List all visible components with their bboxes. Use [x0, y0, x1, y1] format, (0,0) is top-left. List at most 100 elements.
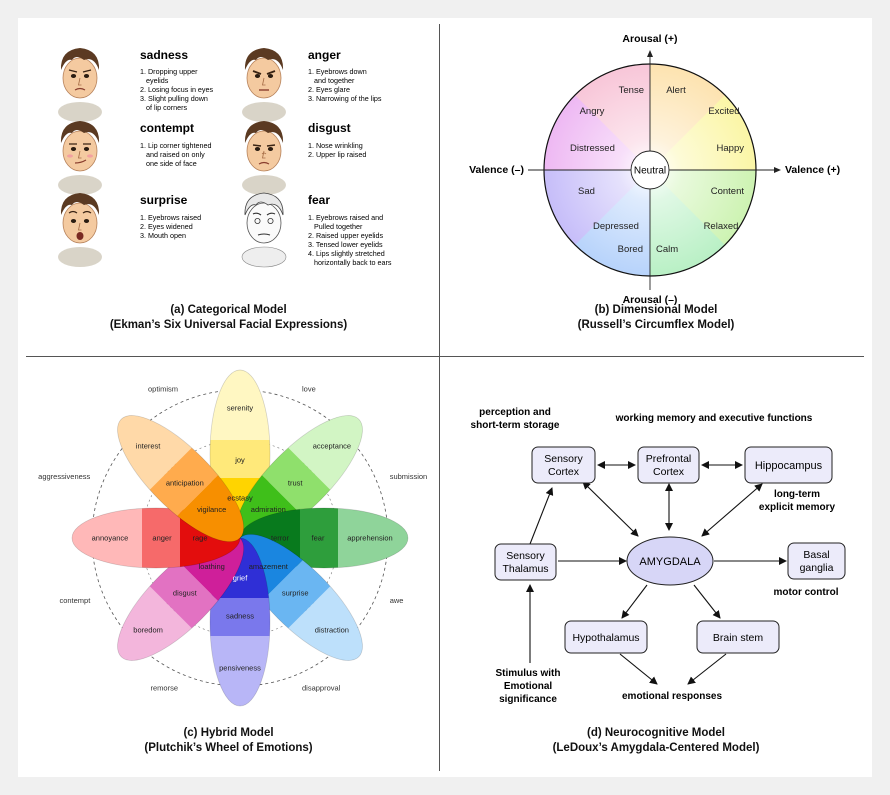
- motor-control-label: motor control: [774, 587, 839, 598]
- dyad-label-aggressiveness: aggressiveness: [38, 472, 90, 481]
- emotion-title-contempt: contempt: [140, 121, 194, 135]
- petal-label-anger: anger: [152, 534, 172, 543]
- anger-item: 1. Eyebrows down: [308, 67, 367, 76]
- node-prefrontal-cortex: Prefrontal Cortex: [637, 446, 700, 484]
- fear-item: 3. Tensed lower eyelids: [308, 240, 383, 249]
- caption-c-line1: (c) Hybrid Model: [183, 727, 274, 739]
- label-distressed: Distressed: [570, 143, 615, 154]
- caption-d: (d) Neurocognitive Model (LeDoux’s Amygd…: [440, 726, 872, 756]
- disgust-item: 1. Nose wrinkling: [308, 141, 363, 150]
- arousal-plus-label: Arousal (+): [622, 33, 677, 45]
- node-basal-ganglia: Basal ganglia: [787, 542, 846, 580]
- svg-text:Brain stem: Brain stem: [713, 632, 763, 644]
- label-depressed: Depressed: [593, 221, 639, 232]
- petal-label-boredom: boredom: [133, 625, 163, 634]
- petal-label-trust: trust: [288, 478, 304, 487]
- svg-text:Sensory: Sensory: [544, 453, 583, 465]
- face-fear: [241, 192, 287, 268]
- circumplex-labels: Tense Alert Angry Excited Distressed Hap…: [570, 85, 744, 255]
- panel-c: serenity joy ecstasy acceptance trust admirat…: [38, 369, 427, 707]
- dyad-label-awe: awe: [390, 596, 404, 605]
- emotion-title-fear: fear: [308, 193, 330, 207]
- dyad-label-contempt: contempt: [59, 596, 91, 605]
- petal-label-terror: terror: [271, 534, 289, 543]
- working-memory-label: working memory and executive functions: [615, 413, 813, 424]
- label-content: Content: [711, 186, 745, 197]
- face-surprise: [57, 192, 103, 268]
- contempt-item: 1. Lip corner tightened: [140, 141, 212, 150]
- petal-label-grief: grief: [233, 574, 249, 583]
- label-sad: Sad: [578, 186, 595, 197]
- dyad-label-remorse: remorse: [150, 684, 178, 693]
- petal-label-acceptance: acceptance: [313, 442, 351, 451]
- emotion-title-disgust: disgust: [308, 121, 351, 135]
- petal-label-admiration: admiration: [251, 505, 286, 514]
- long-term-label: long-term: [774, 489, 820, 500]
- stimulus-label: Stimulus with: [496, 668, 561, 679]
- petal-label-joy: joy: [234, 456, 245, 465]
- caption-d-line1: (d) Neurocognitive Model: [587, 727, 725, 739]
- caption-b-line1: (b) Dimensional Model: [594, 304, 718, 316]
- emotion-title-surprise: surprise: [140, 193, 188, 207]
- caption-d-line2: (LeDoux’s Amygdala-Centered Model): [552, 742, 760, 754]
- petal-label-apprehension: apprehension: [347, 534, 392, 543]
- label-alert: Alert: [666, 85, 686, 96]
- caption-c: (c) Hybrid Model (Plutchik’s Wheel of Em…: [18, 726, 439, 756]
- label-relaxed: Relaxed: [704, 221, 739, 232]
- dyad-label-disapproval: disapproval: [302, 684, 341, 693]
- label-tense: Tense: [619, 85, 644, 96]
- stimulus-label: significance: [499, 694, 557, 705]
- panel-b: Neutral Arousal (+) Arousal (–) Valence …: [469, 33, 840, 306]
- svg-text:Hypothalamus: Hypothalamus: [572, 632, 639, 644]
- caption-a-line2: (Ekman’s Six Universal Facial Expression…: [109, 319, 348, 331]
- emotion-title-sadness: sadness: [140, 48, 188, 62]
- caption-b: (b) Dimensional Model (Russell’s Circumf…: [440, 303, 872, 333]
- caption-c-line2: (Plutchik’s Wheel of Emotions): [144, 742, 313, 754]
- anger-item: 3. Narrowing of the lips: [308, 94, 382, 103]
- arousal-minus-label: Arousal (–): [623, 294, 678, 306]
- node-brain-stem: Brain stem: [696, 620, 780, 654]
- node-sensory-cortex: Sensory Cortex: [531, 446, 596, 484]
- svg-text:Sensory: Sensory: [506, 550, 545, 562]
- node-sensory-thalamus: Sensory Thalamus: [494, 543, 557, 581]
- petal-label-sadness: sadness: [226, 612, 254, 621]
- perception-label: perception and: [479, 407, 551, 418]
- neutral-label: Neutral: [634, 166, 666, 177]
- petal-label-rage: rage: [192, 534, 207, 543]
- petal-label-annoyance: annoyance: [92, 534, 129, 543]
- sadness-item: eyelids: [146, 76, 169, 85]
- petal-label-ecstasy: ecstasy: [227, 494, 253, 503]
- petal-fear: [239, 507, 409, 569]
- caption-b-line2: (Russell’s Circumflex Model): [577, 319, 735, 331]
- petal-labels: serenity joy ecstasy acceptance trust admirat…: [92, 404, 393, 673]
- sadness-item: 1. Dropping upper: [140, 67, 198, 76]
- connections: [526, 461, 787, 685]
- anger-item: 2. Eyes glare: [308, 85, 350, 94]
- petal-label-surprise: surprise: [282, 589, 309, 598]
- figure: sadness 1. Dropping upper eyelids 2. Los…: [18, 18, 872, 777]
- circumplex-disc: [544, 64, 756, 276]
- petal-label-serenity: serenity: [227, 404, 254, 413]
- emotional-responses-label: emotional responses: [622, 691, 722, 702]
- petals: [71, 369, 409, 707]
- node-hypothalamus: Hypothalamus: [564, 620, 648, 654]
- petal-label-distraction: distraction: [315, 625, 349, 634]
- svg-text:Thalamus: Thalamus: [502, 563, 548, 575]
- label-angry: Angry: [580, 106, 605, 117]
- contempt-item: and raised on only: [146, 150, 205, 159]
- stimulus-label: Emotional: [504, 681, 553, 692]
- node-hippocampus: Hippocampus: [744, 446, 833, 484]
- surprise-item: 2. Eyes widened: [140, 222, 193, 231]
- svg-text:Prefrontal: Prefrontal: [646, 453, 692, 465]
- petal-label-pensiveness: pensiveness: [219, 664, 261, 673]
- petal-label-loathing: loathing: [199, 562, 225, 571]
- disgust-item: 2. Upper lip raised: [308, 150, 366, 159]
- fear-item: horizontally back to ears: [314, 258, 392, 267]
- face-anger: [241, 47, 287, 123]
- sadness-item: of lip corners: [146, 103, 188, 112]
- surprise-item: 3. Mouth open: [140, 231, 186, 240]
- sadness-item: 2. Losing focus in eyes: [140, 85, 214, 94]
- caption-a-line1: (a) Categorical Model: [170, 304, 287, 316]
- perception-label: short-term storage: [471, 420, 560, 431]
- petal-label-vigilance: vigilance: [197, 505, 226, 514]
